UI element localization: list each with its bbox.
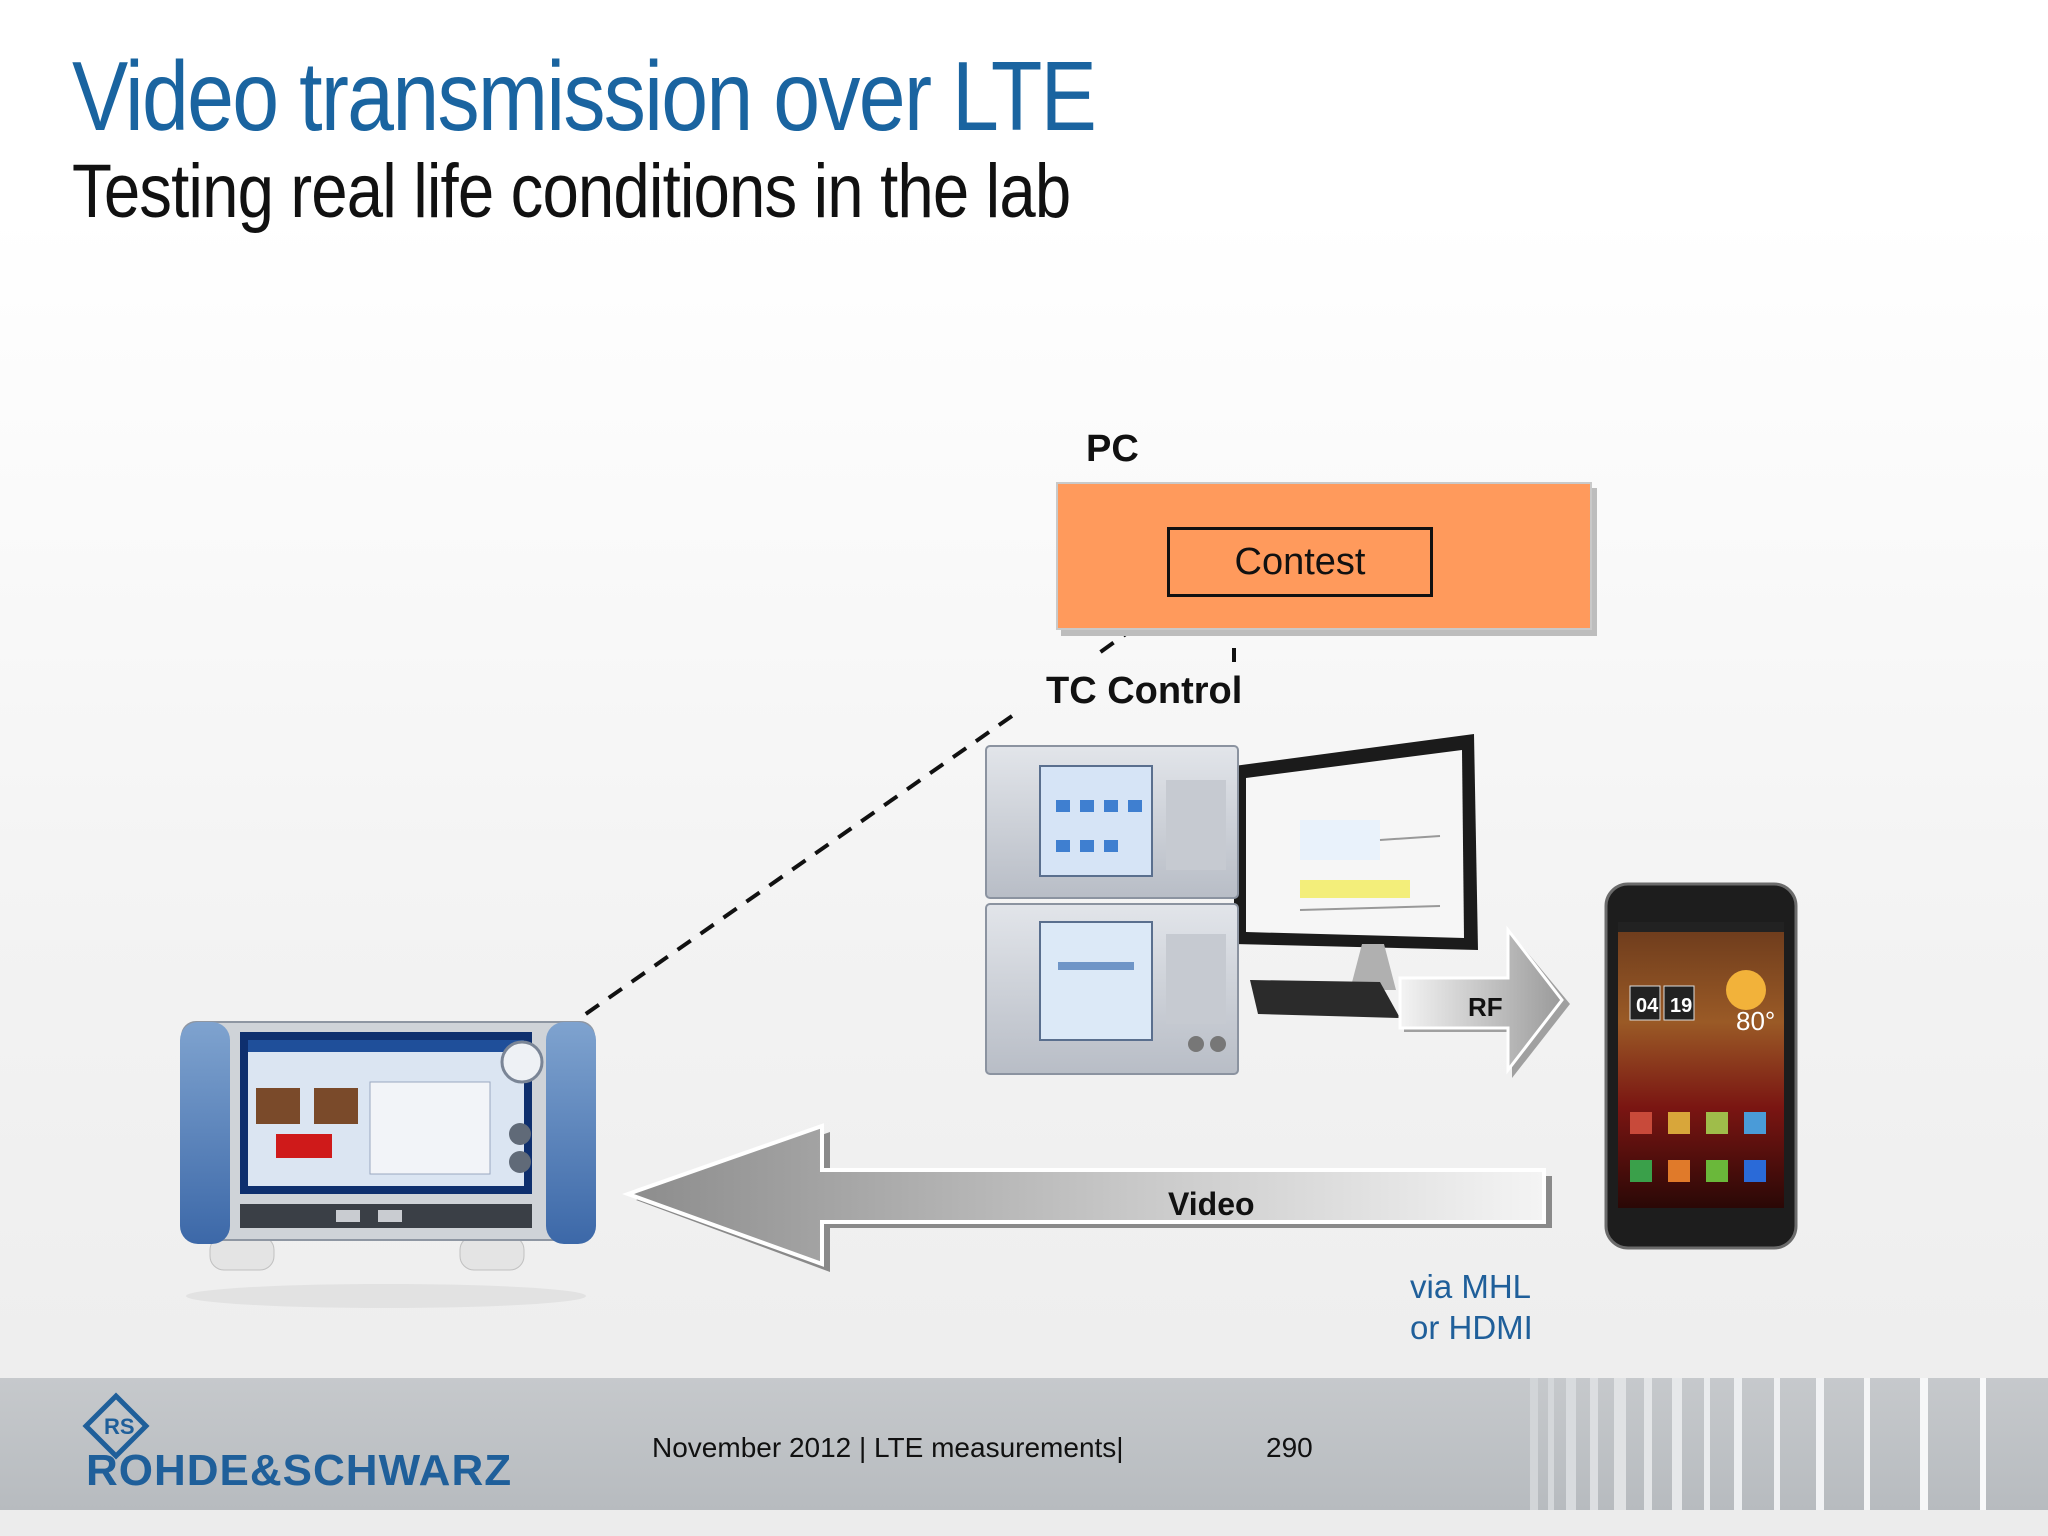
via-connection-note: via MHL or HDMI (1410, 1266, 1533, 1348)
footer-page-number: 290 (1266, 1432, 1313, 1463)
phone-clock-hour: 04 (1636, 995, 1659, 1017)
via-line-1: via MHL (1410, 1268, 1532, 1305)
rf-label: RF (1468, 992, 1503, 1022)
smartphone-image: 04 19 80° (1604, 882, 1798, 1250)
via-line-2: or HDMI (1410, 1309, 1533, 1346)
video-label: Video (1168, 1186, 1255, 1222)
tc-control-link-line (1090, 592, 1184, 660)
company-logo-text: ROHDE&SCHWARZ (86, 1446, 513, 1495)
slide-subtitle: Testing real life conditions in the lab (72, 149, 1071, 234)
phone-clock-minute: 19 (1670, 995, 1692, 1017)
pc-label: PC (1086, 428, 1139, 470)
rs-logo-letters: RS (104, 1414, 135, 1439)
slide-title: Video transmission over LTE (72, 41, 1097, 151)
video-arrow (622, 1123, 1552, 1272)
handheld-analyzer-image (180, 1021, 596, 1308)
contest-box: Contest (1167, 527, 1433, 597)
tc-control-link-line-2 (578, 714, 1014, 1020)
rs-logo-mark: RS (82, 1392, 150, 1460)
phone-temperature: 80° (1736, 1006, 1775, 1036)
tc-control-label: TC Control (1046, 670, 1243, 712)
pc-box (1056, 482, 1592, 630)
test-equipment-image (985, 734, 1478, 1075)
rf-arrow (1398, 925, 1570, 1078)
footer-date-topic: November 2012 | LTE measurements| (652, 1432, 1124, 1463)
